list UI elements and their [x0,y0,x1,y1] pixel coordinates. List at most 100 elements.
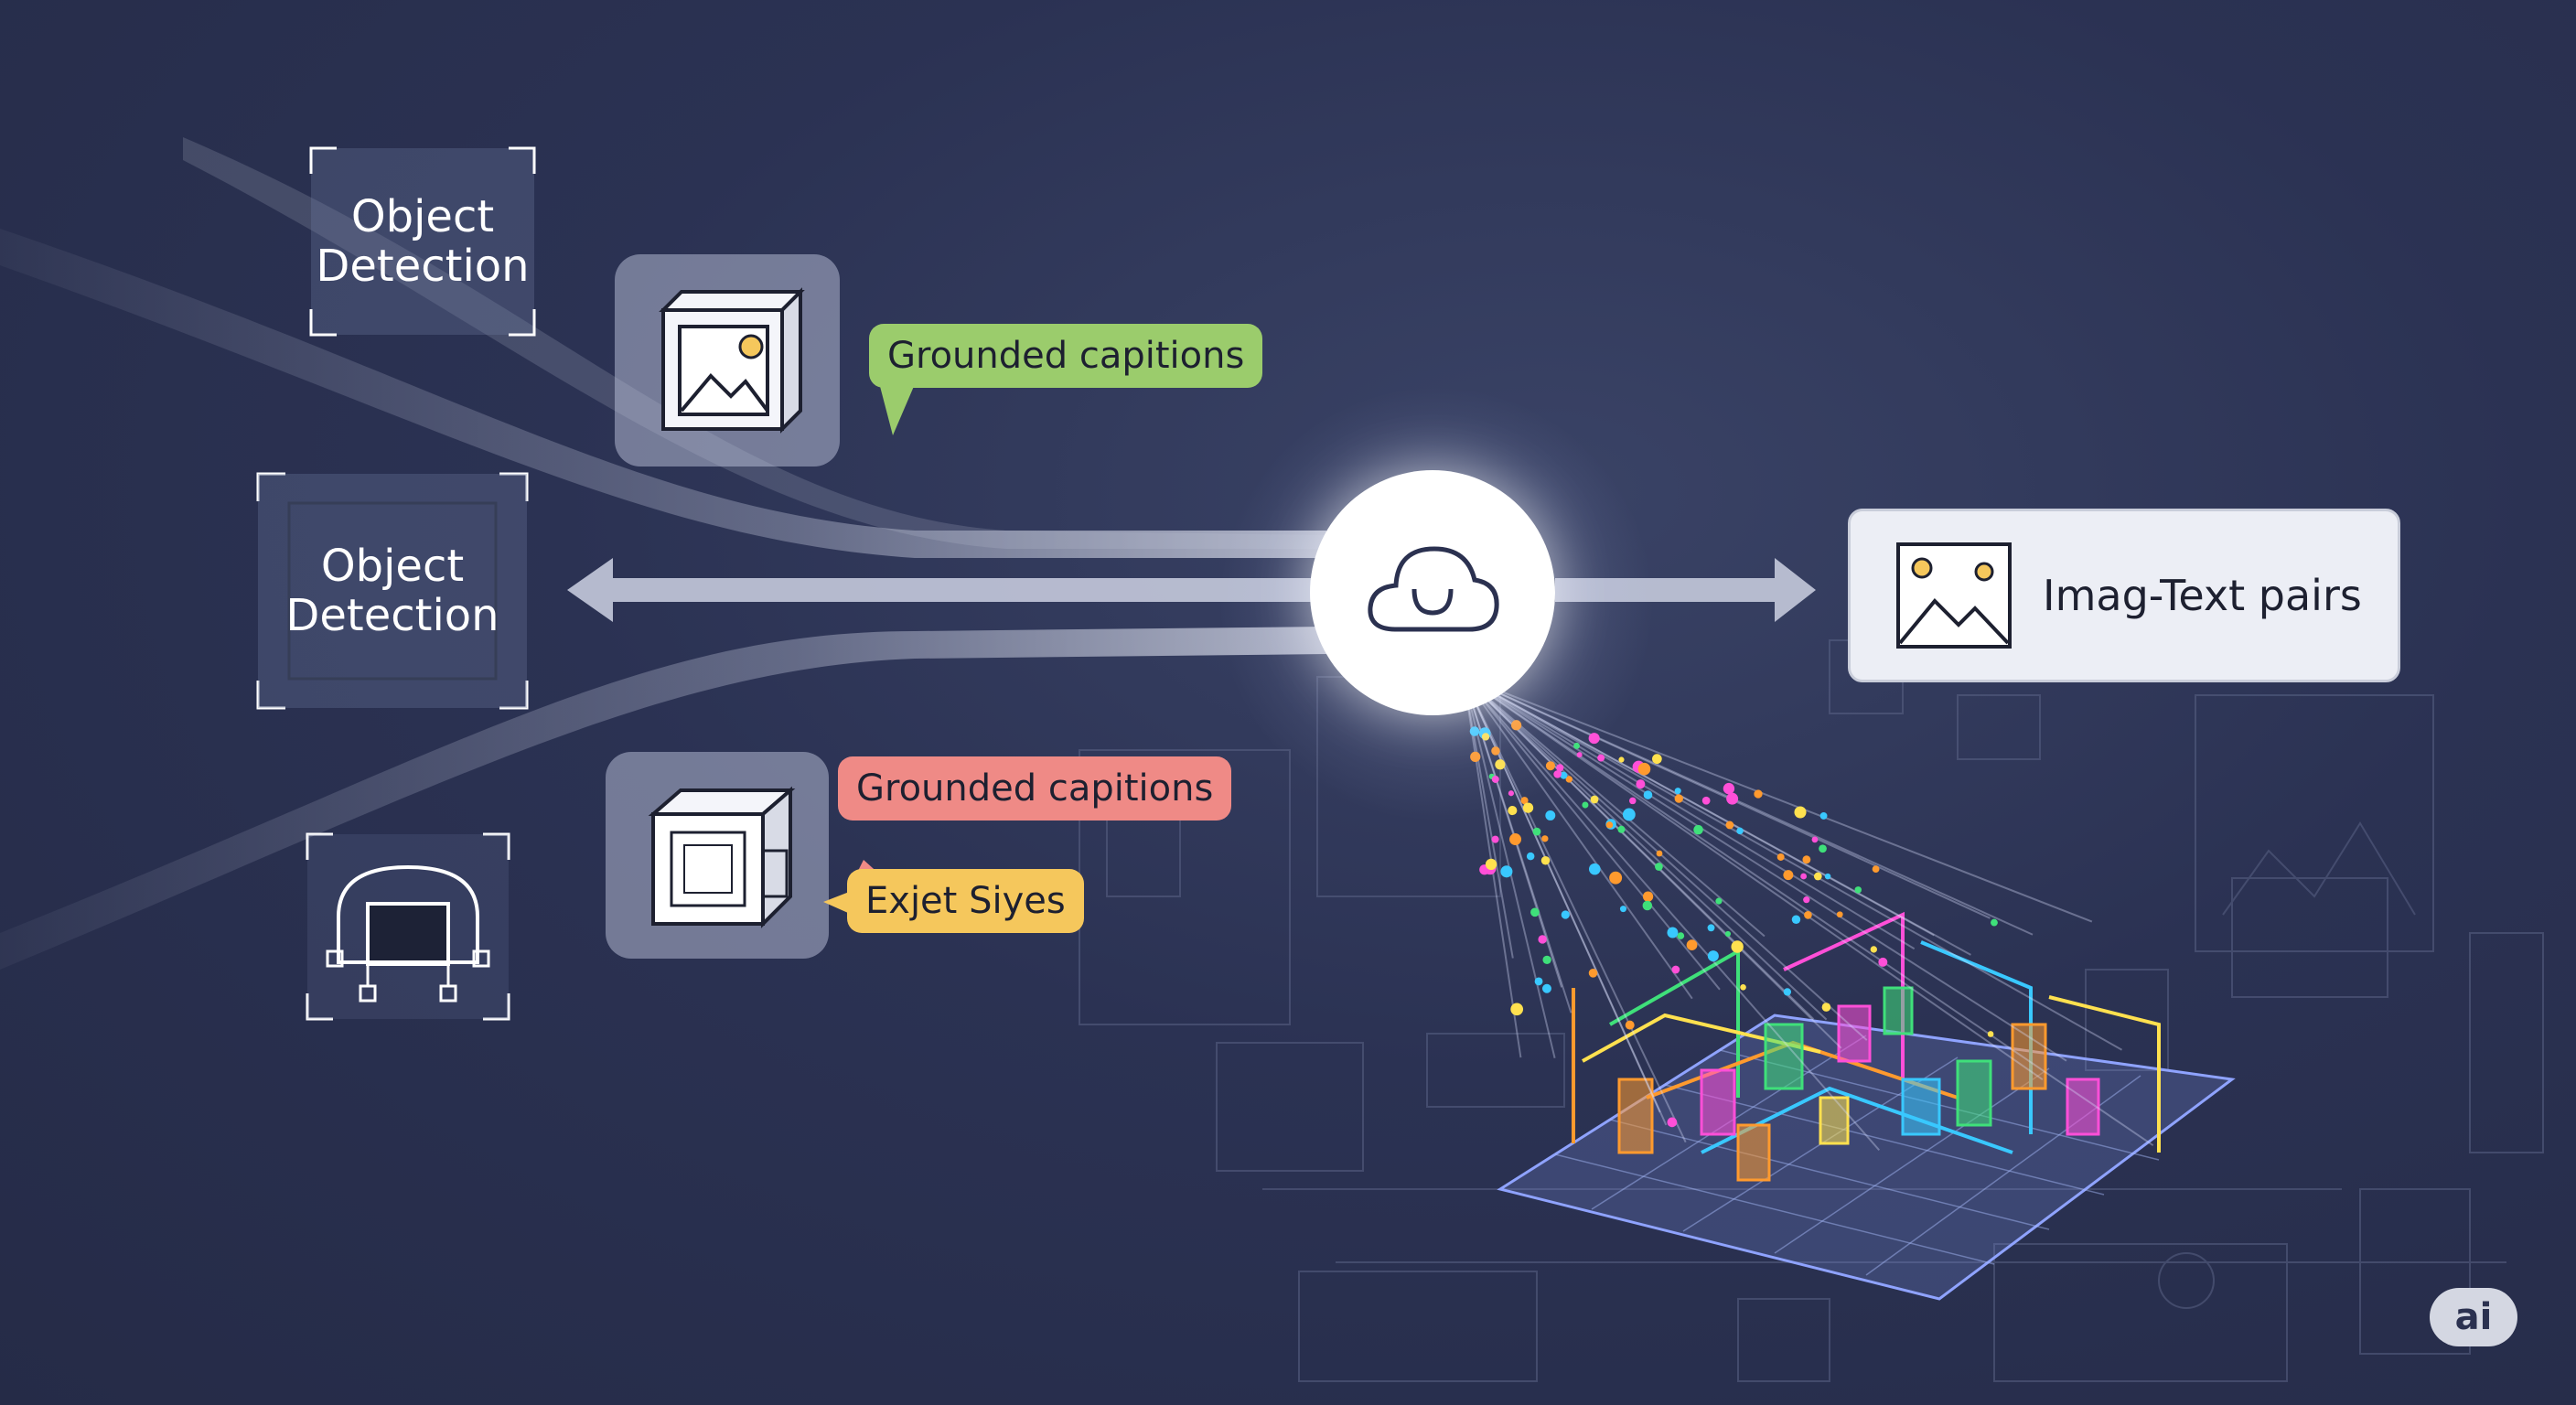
particle-ray [1463,676,1971,956]
ai-badge: ai [2430,1288,2517,1346]
particle-dot [1693,824,1703,835]
particle-dot [1701,796,1711,805]
object-detection-label-top: Object Detection [316,191,530,292]
particle-ray [1463,676,1868,1041]
particle-dot [1652,754,1662,765]
object-detection-label-middle: Object Detection [285,541,499,641]
particle-dot [1508,790,1514,797]
image-text-pairs-label: Imag-Text pairs [2043,571,2362,620]
cube-tile [606,752,829,959]
particle-dot [1802,855,1811,864]
particle-dot [1726,792,1739,805]
particle-ray [1463,676,1687,1143]
left-arrow [567,558,1317,622]
particle-ray [1463,676,1842,1049]
particle-dot [1813,872,1822,881]
particle-dots [1469,720,1998,1128]
particle-dot [1542,955,1551,965]
particle-dot [1530,907,1540,917]
particle-dot [1870,946,1878,953]
particle-dot [1629,797,1637,805]
particle-dot [1987,1031,1994,1037]
particle-dot [1532,827,1541,836]
particle-dot [1576,752,1583,758]
particle-dot [1642,891,1654,902]
particle-dot [1674,794,1683,803]
particle-dot [1736,827,1744,835]
particle-dot [1725,820,1734,830]
particle-dot [1617,825,1626,833]
particle-dot [1707,950,1719,962]
particle-ray [1463,676,2034,936]
particle-dot [1622,808,1636,821]
particle-dot [1636,779,1646,789]
particle-dot [1707,924,1715,932]
particle-ray [1463,676,1916,950]
particle-ray [1463,676,2044,1081]
object-detection-node-top: Object Detection [311,148,534,335]
particle-dot [1538,935,1547,944]
particle-dot [1819,844,1827,853]
particle-dot [1573,742,1580,749]
particle-dot [1776,853,1785,861]
particle-dot [1510,1003,1524,1016]
particle-dot [1667,927,1679,938]
central-hub [1310,470,1555,715]
object-detection-inner-frame [287,501,498,681]
top-beam [0,229,1326,558]
particle-ray [1463,676,1881,1152]
particle-dot [1556,764,1564,772]
particle-dot [1872,865,1880,874]
particle-dot [1509,833,1522,846]
particle-dot [1783,988,1792,996]
particle-dot [1481,733,1490,741]
particle-dot [1534,977,1543,986]
particle-dot [1731,940,1744,953]
particle-dot [1836,911,1843,918]
particle-dot [1723,782,1735,795]
particle-dot [1541,983,1551,993]
particle-dot [1671,965,1680,974]
particle-dot [1491,835,1499,843]
particle-dot [1667,1117,1678,1128]
robot-icon [326,864,490,1003]
particle-dot [1791,915,1801,924]
bottom-beam [0,627,1326,970]
particle-dot [1520,797,1529,805]
particle-dot [1618,756,1625,763]
particle-dot [1655,863,1663,871]
particle-ray [1463,676,1721,991]
particle-dot [1991,918,1998,927]
particle-dot [1686,939,1698,951]
particle-dot [1804,911,1812,919]
object-sizes-bubble: Exjet Siyes [847,869,1084,933]
particle-dot [1597,754,1605,762]
particle-dot [1588,968,1598,978]
particle-dot [1824,873,1831,880]
cube-icon [648,786,796,928]
particle-dot [1540,855,1551,865]
particle-dot [1491,746,1500,756]
particle-dot [1794,806,1807,819]
particle-ray [1463,676,2093,923]
particle-dot [1553,770,1562,778]
particle-ray [1463,676,1766,938]
particle-dot [1541,835,1549,842]
particle-ray [1463,676,2123,1051]
particle-dot [1878,957,1888,967]
particle-dot [1582,801,1589,809]
particle-dot [1800,873,1808,880]
particle-dot [1605,821,1614,829]
particle-dot [1485,858,1497,870]
particle-dot [1754,789,1763,799]
neon-voxels [1617,986,2100,1182]
particle-dot [1491,775,1499,783]
particle-ray [1463,676,1828,1021]
particle-ray [1463,676,1815,1020]
particle-ray [1463,676,1693,1000]
particle-dot [1511,720,1522,731]
object-detection-node-middle: Object Detection [258,474,527,708]
particle-dot [1643,790,1653,799]
